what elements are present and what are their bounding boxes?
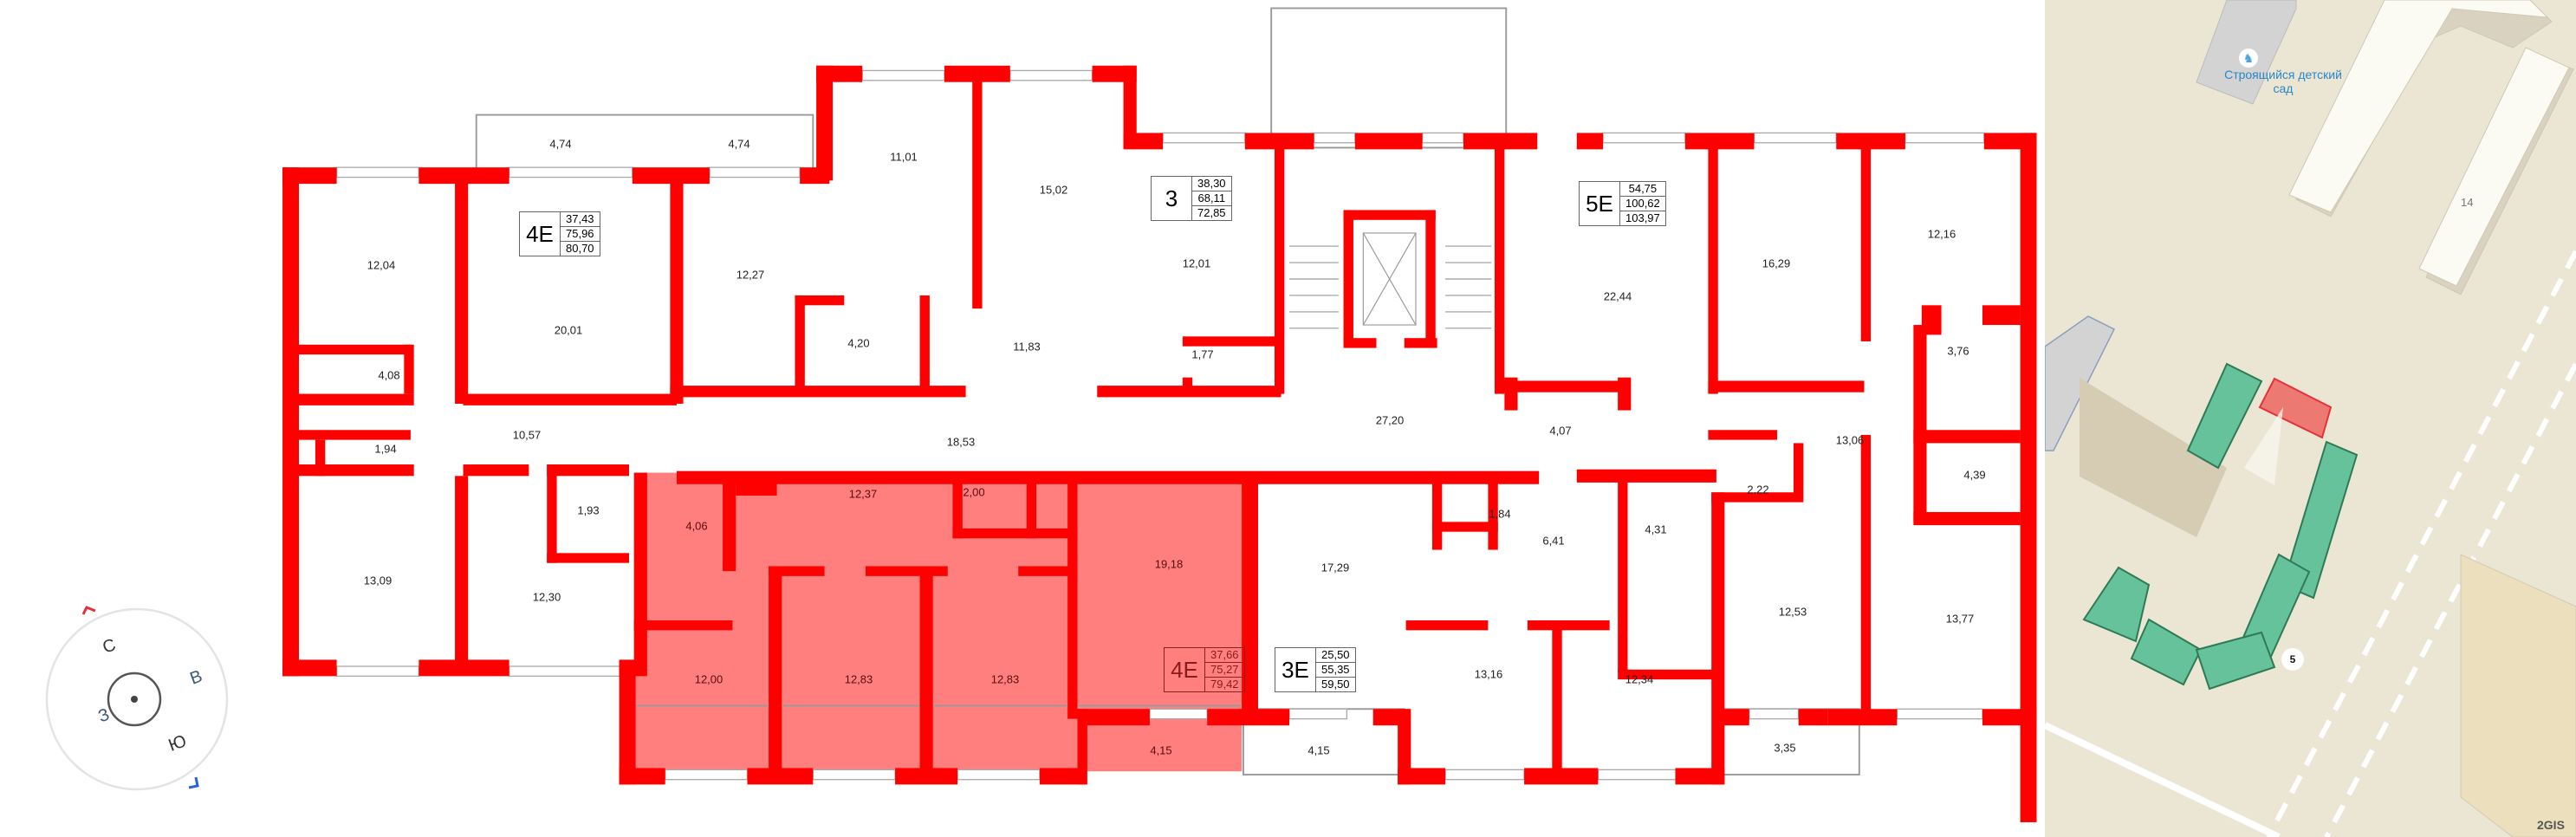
living-area: 54,75 xyxy=(1620,182,1665,197)
south-arrow-icon xyxy=(188,776,199,789)
total-area-with-balcony: 59,50 xyxy=(1321,678,1350,691)
total-area: 75,27 xyxy=(1205,663,1244,678)
room-area: 16,29 xyxy=(1762,256,1791,270)
room-area: 1,93 xyxy=(577,503,600,517)
kindergarten-label[interactable]: Строящийся детский сад xyxy=(2224,68,2342,95)
living-area: 37,66 xyxy=(1205,648,1244,663)
living-area: 25,50 xyxy=(1316,648,1355,663)
room-area: 4,31 xyxy=(1645,522,1667,536)
room-area: 10,57 xyxy=(512,428,542,442)
total-area: 55,35 xyxy=(1316,663,1355,678)
room-area: 18,53 xyxy=(946,435,976,449)
room-area: 4,20 xyxy=(847,336,870,350)
walls xyxy=(282,65,2037,822)
room-area: 1,77 xyxy=(1191,347,1214,361)
room-area: 1,84 xyxy=(1489,507,1511,521)
room-area: 13,16 xyxy=(1474,667,1503,681)
room-area: 12,04 xyxy=(367,258,396,272)
room-area: 19,18 xyxy=(1154,557,1184,571)
total-area: 75,96 xyxy=(561,227,600,242)
room-area: 11,83 xyxy=(1013,340,1041,354)
room-area: 13,09 xyxy=(363,574,393,587)
map-logo: 2GIS xyxy=(2537,818,2565,832)
room-area: 12,37 xyxy=(848,487,878,501)
total-area-with-balcony: 103,97 xyxy=(1625,211,1660,224)
room-area: 4,74 xyxy=(549,137,572,151)
road-markings xyxy=(2266,250,2576,837)
room-area: 12,01 xyxy=(1182,256,1211,270)
floor-plan: 4,74 4,74 11,01 15,02 12,04 20,01 12,27 … xyxy=(42,7,2037,822)
apartment-code: 3E xyxy=(1275,648,1316,691)
building-14 xyxy=(2288,0,2574,295)
apartment-info-box[interactable]: 5E 54,75 100,62 103,97 xyxy=(1579,181,1666,226)
room-area: 12,83 xyxy=(990,672,1020,686)
house-number: 14 xyxy=(2461,196,2474,209)
residential-complex xyxy=(2080,362,2359,691)
room-area: 13,77 xyxy=(1945,612,1975,626)
apartment-code: 4E xyxy=(1165,648,1205,691)
apartment-info-box[interactable]: 3E 25,50 55,35 59,50 xyxy=(1275,647,1356,692)
room-area: 13,06 xyxy=(1835,433,1865,447)
total-area-with-balcony: 79,42 xyxy=(1210,678,1239,691)
living-area: 38,30 xyxy=(1192,177,1231,191)
living-area: 37,43 xyxy=(561,212,600,227)
room-area: 2,22 xyxy=(1747,483,1769,496)
total-area-with-balcony: 72,85 xyxy=(1197,206,1226,219)
location-map[interactable] xyxy=(2045,0,2576,837)
room-area: 15,02 xyxy=(1039,183,1068,197)
room-area: 20,01 xyxy=(554,323,583,337)
north-arrow-icon xyxy=(81,606,96,615)
room-area: 6,41 xyxy=(1542,534,1565,548)
total-area: 68,11 xyxy=(1192,191,1231,206)
compass: С В Ю З xyxy=(42,604,232,795)
apartment-code: 5E xyxy=(1580,182,1620,225)
room-area: 4,39 xyxy=(1963,468,1986,482)
room-area: 4,15 xyxy=(1307,743,1330,757)
floor-plan-drawing xyxy=(282,7,2037,822)
selected-building-section xyxy=(2258,377,2333,439)
apartment-info-box[interactable]: 3 38,30 68,11 72,85 xyxy=(1151,176,1232,221)
apartment-code: 3 xyxy=(1152,177,1192,220)
house-marker[interactable]: 5 xyxy=(2281,648,2304,671)
room-area: 12,83 xyxy=(844,672,873,686)
compass-ring xyxy=(45,607,229,791)
room-area: 12,27 xyxy=(736,268,765,282)
apartment-code: 4E xyxy=(520,212,561,256)
room-area: 12,00 xyxy=(694,672,723,686)
room-area: 12,16 xyxy=(1927,227,1956,241)
room-area: 3,76 xyxy=(1947,344,1969,358)
room-area: 2,00 xyxy=(963,485,985,499)
apartment-info-box-selected[interactable]: 4E 37,66 75,27 79,42 xyxy=(1164,647,1245,692)
room-area: 4,07 xyxy=(1549,424,1572,438)
room-area: 4,74 xyxy=(728,137,750,151)
room-area: 4,15 xyxy=(1150,743,1172,757)
room-area: 12,34 xyxy=(1625,672,1654,686)
room-area: 4,06 xyxy=(685,519,708,533)
room-area: 4,08 xyxy=(378,368,400,382)
total-area: 100,62 xyxy=(1620,197,1665,211)
room-area: 1,94 xyxy=(374,442,397,456)
view-cone xyxy=(2244,407,2283,485)
room-area: 12,53 xyxy=(1778,605,1807,619)
room-area: 3,35 xyxy=(1774,741,1796,755)
room-area: 17,29 xyxy=(1320,561,1350,574)
total-area-with-balcony: 80,70 xyxy=(566,242,594,255)
room-area: 11,01 xyxy=(890,150,918,164)
building-bottom-right xyxy=(2460,554,2576,837)
compass-dial-icon xyxy=(107,672,162,727)
kindergarten-icon: ♞ xyxy=(2239,49,2258,68)
apartment-info-box[interactable]: 4E 37,43 75,96 80,70 xyxy=(519,211,600,256)
room-area: 12,30 xyxy=(532,590,561,604)
room-area: 22,44 xyxy=(1603,289,1632,303)
road xyxy=(2045,722,2281,837)
room-area: 27,20 xyxy=(1375,413,1405,427)
